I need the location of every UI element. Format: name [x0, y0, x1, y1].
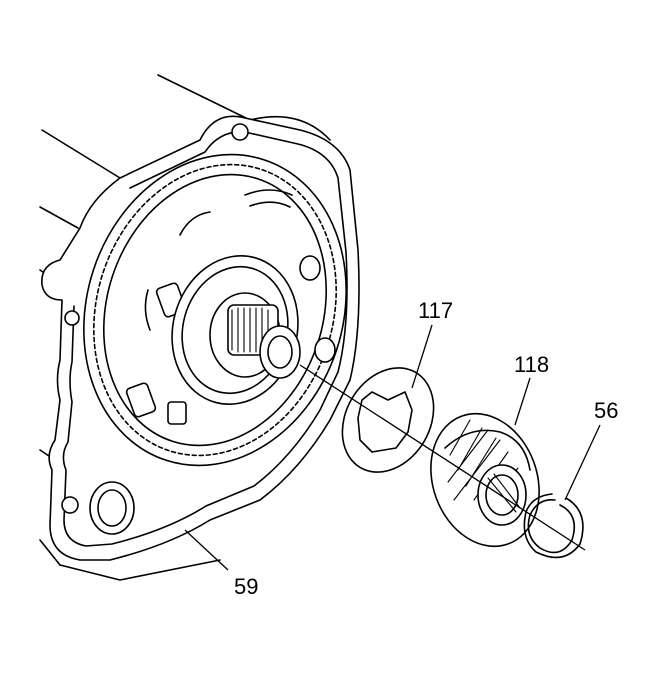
side-gear — [430, 412, 540, 548]
transmission-case — [39, 74, 331, 581]
assembly-axis-line — [299, 364, 586, 551]
callout-118: 118 — [514, 352, 549, 377]
snap-ring — [523, 493, 584, 559]
callout-117: 117 — [418, 298, 453, 323]
leader-118 — [514, 377, 531, 426]
callout-59: 59 — [234, 574, 258, 599]
leader-59 — [184, 529, 229, 571]
callout-56: 56 — [594, 398, 618, 423]
thrust-washer — [341, 367, 435, 473]
leader-117 — [411, 324, 433, 389]
leader-56 — [564, 424, 601, 501]
pump-assembly — [83, 153, 347, 467]
